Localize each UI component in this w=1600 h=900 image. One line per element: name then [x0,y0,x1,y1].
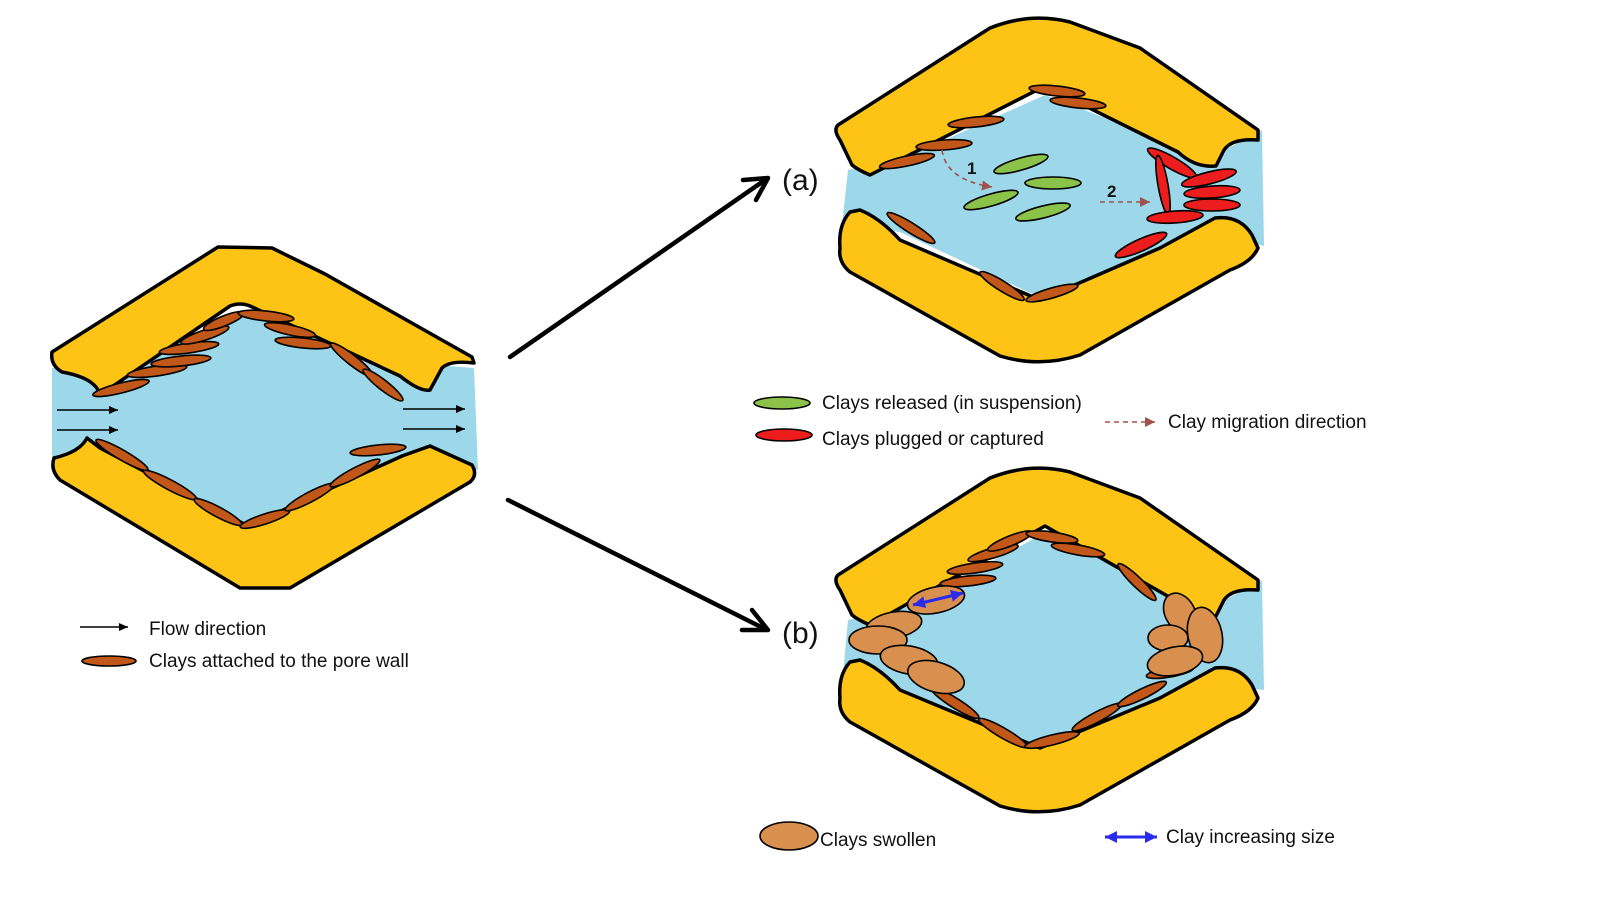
lower-grain [51,436,477,590]
clay-released [1024,176,1082,190]
legend-clay-swollen-icon [759,821,819,851]
clay-attached [92,378,150,398]
arrow-to-panel-a-head [740,175,771,203]
legend-clay-plugged-icon [755,428,813,442]
clay-plugged [1183,184,1241,200]
clay-attached [939,574,997,588]
panel-label-a: (a) [782,164,819,197]
clay-attached [946,560,1004,576]
migration-arrow-1 [941,149,993,191]
clay-released [963,189,1019,211]
clay-attached [349,443,407,457]
clay-attached [1025,283,1079,303]
clay-size-arrow [912,589,964,609]
clay-plugged [1146,209,1204,225]
clay-attached [329,458,381,488]
clay-attached [947,115,1005,129]
legend-clay-released-icon [753,396,811,410]
flow-arrows [57,405,465,434]
clay-attached [978,270,1026,302]
swollen-clays [848,585,1224,695]
migration-arrows [941,149,1150,207]
clay-plugged [1114,231,1168,259]
lower-grain [837,658,1260,814]
clay-plugged [1183,198,1241,212]
pore-panel-b [834,466,1264,814]
pore-panel-a: 1 2 [834,16,1264,364]
legend-migration-direction: Clay migration direction [1168,412,1367,433]
legend-initial: Flow direction Clays attached to the por… [80,619,409,672]
legend-panel-a: Clays released (in suspension) Clays plu… [753,393,1367,450]
lower-grain [837,208,1260,364]
clay-attached [1028,84,1086,98]
clay-plugged [1180,168,1238,188]
clay-attached [1025,530,1079,544]
clay-attached [150,354,212,368]
legend-clays-swollen: Clays swollen [820,830,936,851]
legend-clays-released: Clays released (in suspension) [822,393,1082,414]
arrow-to-panel-b [505,497,768,632]
attached-clays [878,84,1107,303]
legend-clay-attached-icon [81,655,137,667]
legend-flow-direction: Flow direction [149,619,266,640]
legend-clays-attached: Clays attached to the pore wall [149,651,409,672]
clay-attached [1024,730,1080,750]
legend-panel-b: Clays swollen Clay increasing size [759,821,1335,851]
upper-grain [49,245,476,397]
clay-attached [1116,680,1168,708]
clay-attached [915,138,973,152]
panel-label-b: (b) [782,617,819,650]
arrow-to-panel-b-head [739,607,771,633]
upper-grain [834,16,1260,177]
arrow-to-panel-a [507,177,768,360]
clay-attached [878,152,936,170]
legend-clays-plugged: Clays plugged or captured [822,429,1044,450]
clay-attached [1049,96,1107,110]
clay-attached [237,309,295,323]
clay-attached [886,211,936,245]
clay-swollen [907,659,965,695]
plugged-clays [1114,147,1241,259]
attached-clays [92,309,407,530]
released-clays [963,153,1082,222]
clay-attached [1050,542,1106,558]
migration-step-2: 2 [1107,182,1116,201]
clay-attached [362,368,404,402]
clay-released [1014,202,1072,222]
clay-attached [1117,562,1157,602]
legend-clay-increasing-size: Clay increasing size [1166,827,1335,848]
clay-attached [263,321,317,339]
clay-released [993,153,1049,175]
initial-pore [49,245,478,590]
migration-step-1: 1 [967,159,976,178]
clay-swollen [1146,645,1204,677]
